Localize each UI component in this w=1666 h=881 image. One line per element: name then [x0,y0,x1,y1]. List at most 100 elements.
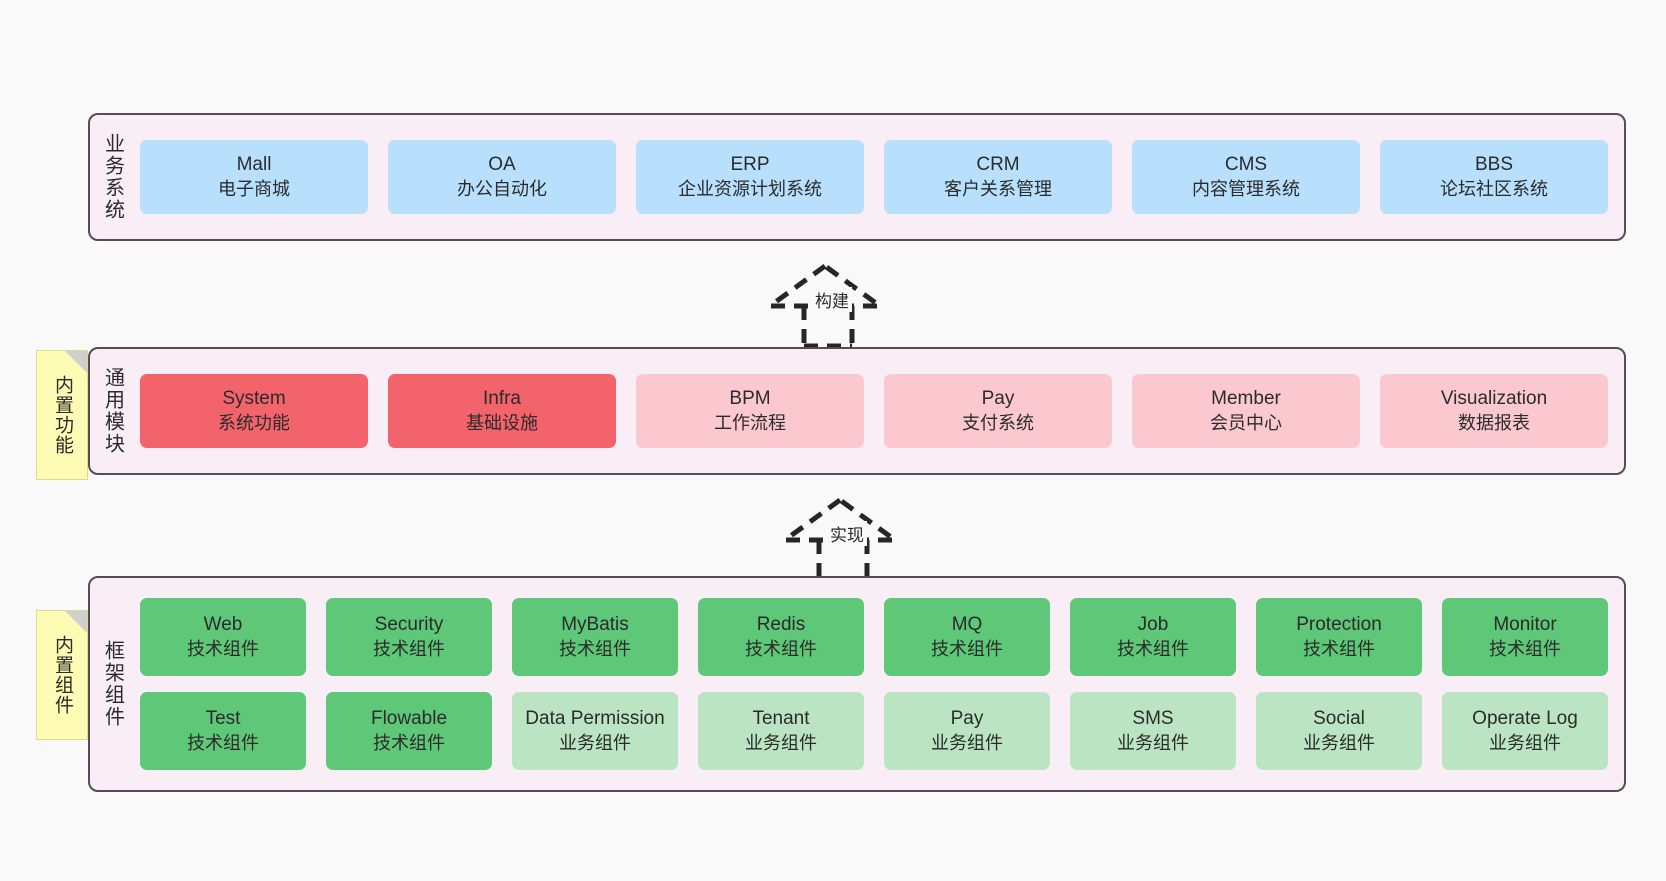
component-title: Member [1211,388,1281,410]
component-title: CMS [1224,154,1268,176]
component-subtitle: 技术组件 [559,638,631,659]
component-subtitle: 技术组件 [1489,638,1561,659]
component-title: BPM [729,388,771,410]
component-title: Security [374,614,444,636]
layer-business-system-label: 业务系统 [101,133,124,221]
component-subtitle: 技术组件 [187,638,259,659]
component-title: Data Permission [525,708,665,730]
component-subtitle: 支付系统 [962,412,1034,433]
component-title: Pay [981,388,1015,410]
component-title: Monitor [1493,614,1557,636]
component-subtitle: 技术组件 [1117,638,1189,659]
component-title: ERP [730,154,770,176]
component-title: CRM [976,154,1020,176]
component-subtitle: 企业资源计划系统 [678,178,822,199]
note-builtin-component-label: 内置组件 [51,635,73,715]
component-title: MyBatis [561,614,629,636]
component-subtitle: 内容管理系统 [1192,178,1300,199]
connector-stem [801,306,855,349]
component-subtitle: 客户关系管理 [944,178,1052,199]
component-title: Social [1313,708,1365,730]
layer-framework-component-label: 框架组件 [101,640,124,728]
component-subtitle: 系统功能 [218,412,290,433]
component-subtitle: 业务组件 [1303,732,1375,753]
component-title: Flowable [370,708,448,730]
component-title: Web [203,614,243,636]
component-title: Operate Log [1472,708,1578,730]
connector-implement: 实现 [775,492,925,583]
component-subtitle: 技术组件 [745,638,817,659]
component-title: Infra [482,388,522,410]
component-title: Redis [756,614,806,636]
component-subtitle: 技术组件 [931,638,1003,659]
component-subtitle: 工作流程 [714,412,786,433]
component-subtitle: 论坛社区系统 [1440,178,1548,199]
component-subtitle: 业务组件 [559,732,631,753]
component-subtitle: 技术组件 [373,732,445,753]
component-subtitle: 数据报表 [1458,412,1530,433]
component-title: BBS [1474,154,1514,176]
component-title: SMS [1132,708,1174,730]
component-subtitle: 技术组件 [373,638,445,659]
component-title: Job [1137,614,1169,636]
component-subtitle: 办公自动化 [457,178,547,199]
note-builtin-function: 内置功能 [36,350,88,480]
component-title: Pay [950,708,984,730]
component-subtitle: 技术组件 [1303,638,1375,659]
component-subtitle: 电子商城 [218,178,290,199]
component-subtitle: 业务组件 [931,732,1003,753]
note-fold-corner [65,611,87,633]
component-title: Tenant [752,708,810,730]
component-title: Protection [1296,614,1382,636]
component-title: MQ [951,614,983,636]
component-subtitle: 技术组件 [187,732,259,753]
component-title: Visualization [1440,388,1548,410]
note-builtin-component: 内置组件 [36,610,88,740]
component-subtitle: 基础设施 [466,412,538,433]
component-subtitle: 业务组件 [745,732,817,753]
layer-common-module-label: 通用模块 [101,367,124,455]
note-builtin-function-label: 内置功能 [51,375,73,455]
component-title: System [222,388,286,410]
component-title: Test [205,708,241,730]
component-subtitle: 业务组件 [1117,732,1189,753]
